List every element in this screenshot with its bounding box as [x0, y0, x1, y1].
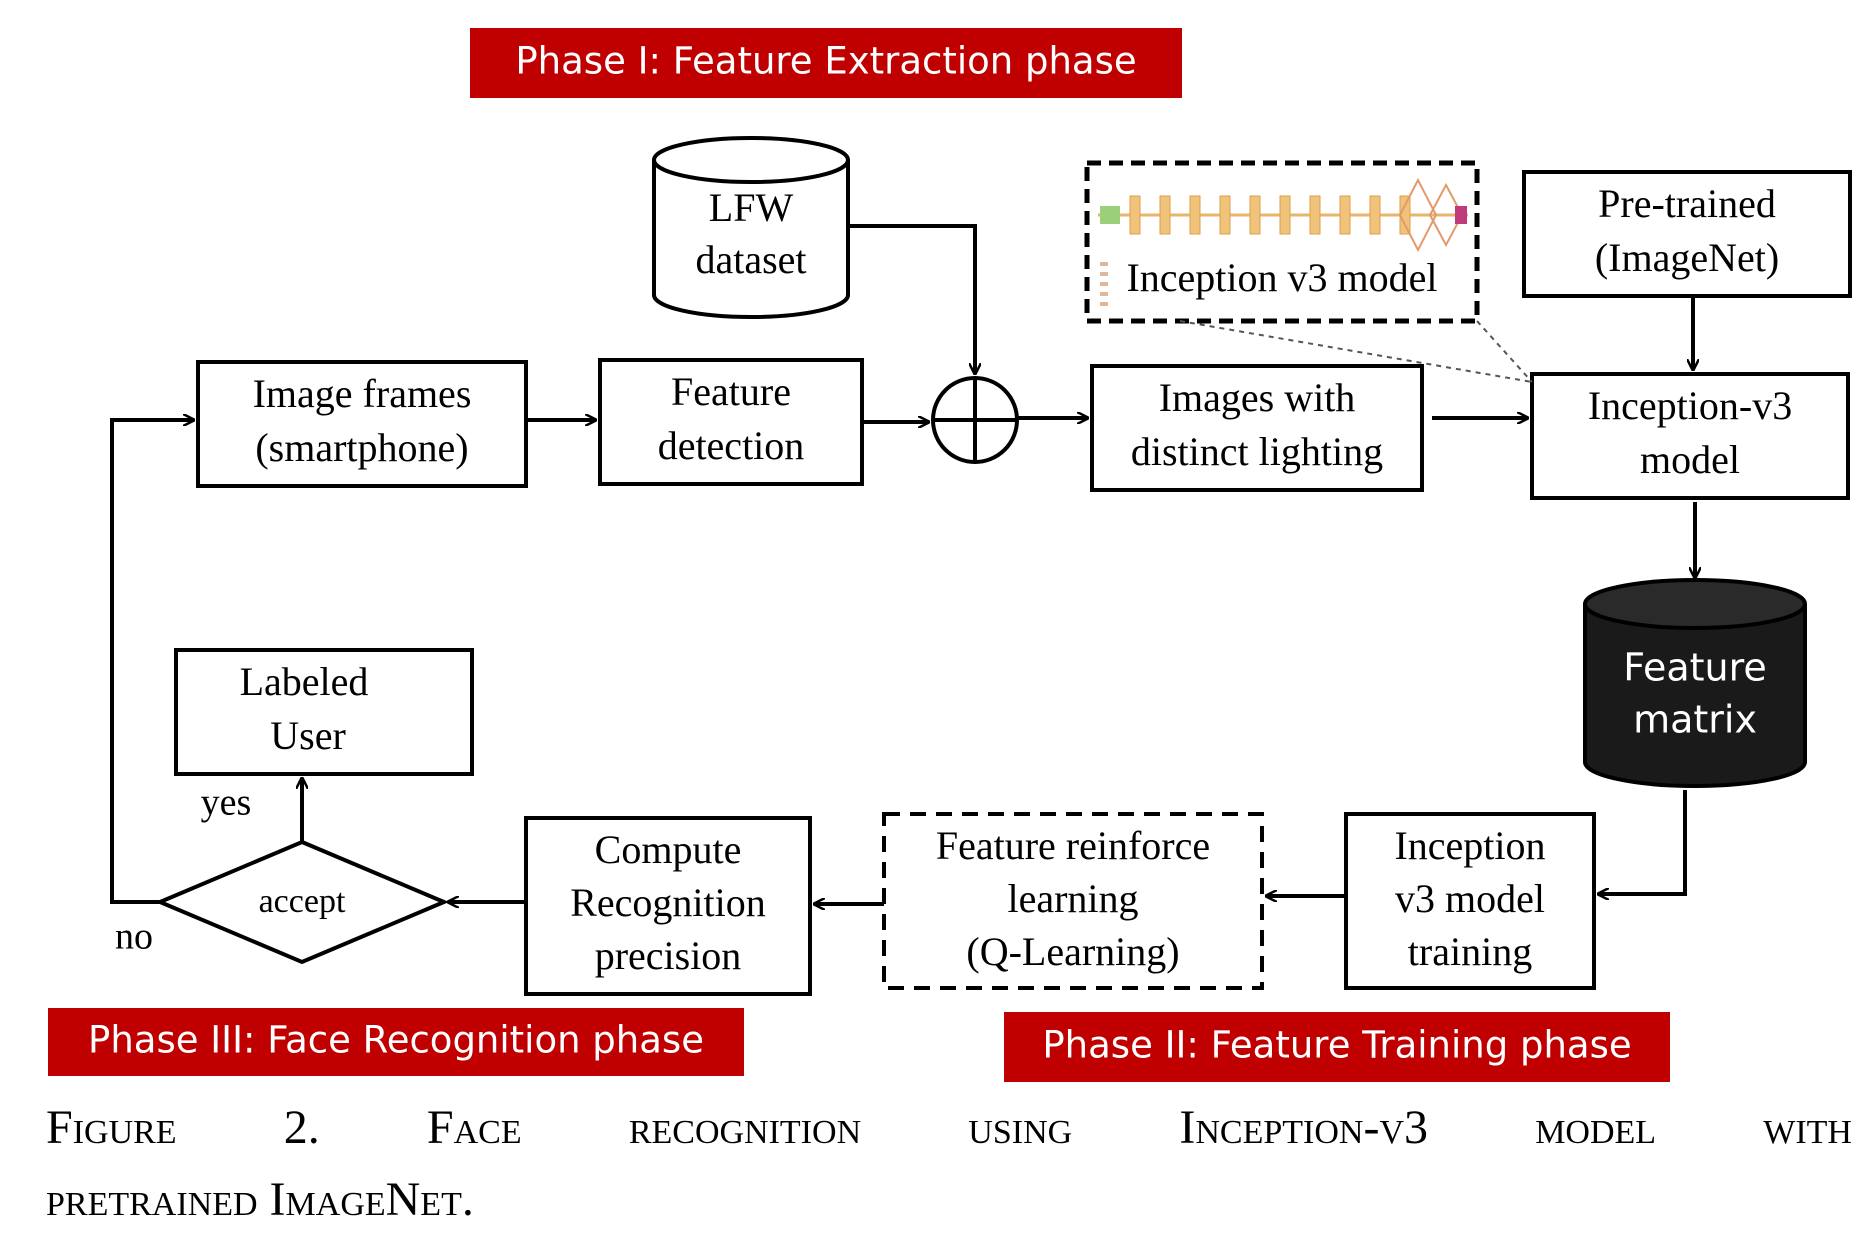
- labeled-user-node: Labeled User: [174, 648, 474, 776]
- inception-training-line2: v3 model: [1395, 876, 1545, 921]
- feature-reinforce-node: Feature reinforce learning (Q-Learning): [882, 812, 1264, 990]
- inception-thumbnail-label: Inception v3 model: [1126, 255, 1437, 300]
- arrow-lfw-to-junction: [848, 224, 975, 374]
- thumbnail-zoom-lines: [1179, 320, 1533, 383]
- pretrained-node: Pre-trained (ImageNet): [1522, 170, 1852, 298]
- inception-model-node: Inception-v3 model: [1530, 372, 1850, 500]
- feature-matrix-node: Feature matrix: [1583, 578, 1807, 788]
- labeled-user-line2: User: [270, 713, 346, 758]
- feature-detection-line1: Feature: [671, 369, 791, 414]
- phase2-label: Phase II: Feature Training phase: [1042, 1024, 1631, 1067]
- pretrained-line2: (ImageNet): [1595, 235, 1779, 280]
- figure-caption-line1: Figure 2. Face recognition using Incepti…: [46, 1101, 1852, 1154]
- phase2-banner: Phase II: Feature Training phase: [1004, 1012, 1670, 1082]
- feature-reinforce-line2: learning: [1007, 876, 1138, 921]
- merge-junction: [931, 376, 1019, 464]
- accept-label: accept: [259, 883, 346, 920]
- arrow-accept-no-loop: [110, 420, 194, 904]
- labeled-user-line1: Labeled: [240, 659, 369, 704]
- lfw-dataset-line2: dataset: [695, 237, 806, 282]
- phase1-label: Phase I: Feature Extraction phase: [515, 40, 1136, 83]
- feature-matrix-line2: matrix: [1633, 698, 1757, 742]
- network-graph-icon: [1098, 177, 1468, 306]
- image-frames-line2: (smartphone): [255, 425, 468, 470]
- accept-decision-node: accept: [154, 839, 450, 965]
- figure-caption-line2: pretrained ImageNet.: [46, 1173, 474, 1226]
- inception-model-line1: Inception-v3: [1588, 383, 1792, 428]
- feature-matrix-line1: Feature: [1623, 646, 1767, 690]
- feature-reinforce-line1: Feature reinforce: [936, 823, 1210, 868]
- inception-thumbnail-node: Inception v3 model: [1084, 160, 1480, 324]
- images-lighting-node: Images with distinct lighting: [1090, 364, 1424, 492]
- phase3-label: Phase III: Face Recognition phase: [88, 1019, 704, 1062]
- feature-reinforce-line3: (Q-Learning): [966, 929, 1179, 974]
- feature-detection-line2: detection: [658, 423, 805, 468]
- image-frames-node: Image frames (smartphone): [196, 360, 528, 488]
- arrow-matrix-to-training: [1598, 790, 1687, 894]
- phase3-banner: Phase III: Face Recognition phase: [48, 1008, 744, 1076]
- images-lighting-line1: Images with: [1159, 375, 1356, 420]
- compute-precision-line3: precision: [595, 933, 742, 978]
- phase1-banner: Phase I: Feature Extraction phase: [470, 28, 1182, 98]
- image-frames-line1: Image frames: [253, 371, 472, 416]
- feature-detection-node: Feature detection: [598, 358, 864, 486]
- yes-edge-label: yes: [201, 782, 252, 824]
- inception-model-line2: model: [1640, 437, 1740, 482]
- inception-training-line1: Inception: [1394, 823, 1545, 868]
- lfw-dataset-line1: LFW: [709, 185, 794, 230]
- images-lighting-line2: distinct lighting: [1131, 429, 1383, 474]
- compute-precision-line1: Compute: [595, 827, 742, 872]
- inception-training-line3: training: [1408, 929, 1532, 974]
- lfw-dataset-node: LFW dataset: [652, 136, 850, 319]
- inception-training-node: Inception v3 model training: [1344, 812, 1596, 990]
- no-edge-label: no: [115, 916, 153, 958]
- pretrained-line1: Pre-trained: [1598, 181, 1776, 226]
- compute-precision-line2: Recognition: [570, 880, 766, 925]
- compute-precision-node: Compute Recognition precision: [524, 816, 812, 996]
